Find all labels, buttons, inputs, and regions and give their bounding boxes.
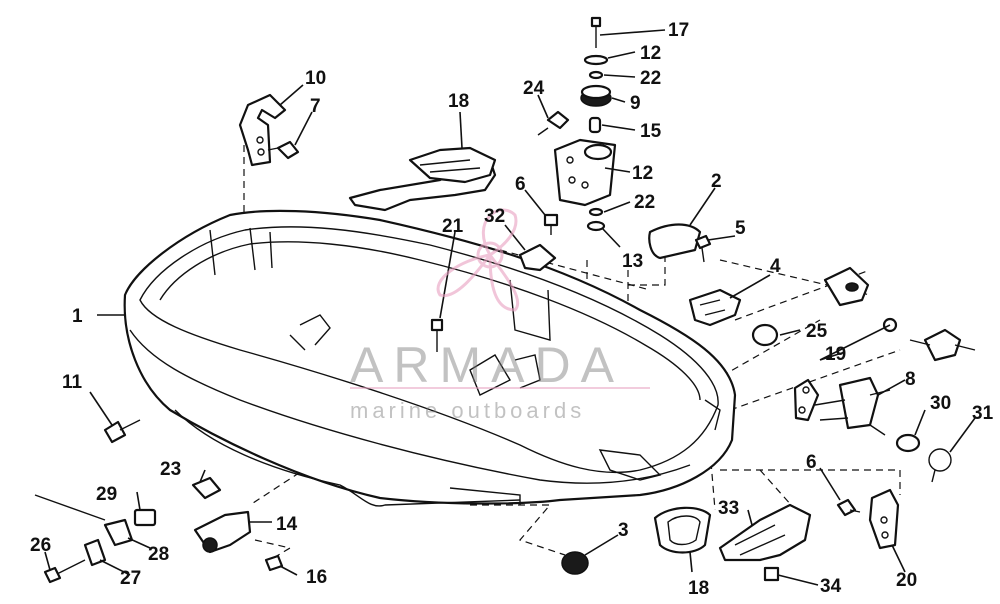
armada-watermark: ARMADA marine outboards xyxy=(350,208,650,423)
callout-32: 32 xyxy=(484,206,505,227)
part-6-screw-upper xyxy=(543,213,559,235)
part-6-screw-lower xyxy=(836,498,861,517)
callout-18-lower: 18 xyxy=(688,578,709,599)
part-11-bolt xyxy=(103,419,141,444)
callout-29: 29 xyxy=(96,484,117,505)
part-31-clamp xyxy=(928,448,952,483)
callout-16: 16 xyxy=(306,567,327,588)
part-19-plate xyxy=(793,378,820,422)
part-7-screw xyxy=(267,140,300,160)
part-27-bracket xyxy=(83,538,107,567)
callout-13: 13 xyxy=(622,251,643,272)
callout-15: 15 xyxy=(640,121,662,142)
part-13-washer xyxy=(586,220,606,232)
callout-17: 17 xyxy=(668,20,689,41)
leader-lines xyxy=(44,29,976,586)
callout-21: 21 xyxy=(442,216,464,237)
callout-labels: 1 2 3 4 5 6 6 7 8 9 10 11 12 12 13 14 15… xyxy=(30,20,994,599)
part-25-bumper-large xyxy=(823,266,870,307)
part-12-washer xyxy=(583,54,609,66)
part-4-latch-lever xyxy=(688,288,742,327)
callout-30: 30 xyxy=(930,393,951,414)
callout-33: 33 xyxy=(718,498,739,519)
part-25-bumper-small xyxy=(751,323,779,347)
part-2-latch-cover xyxy=(648,223,702,260)
watermark-brand: ARMADA xyxy=(350,337,624,393)
part-3-grommet xyxy=(561,551,589,575)
callout-22-lower: 22 xyxy=(634,192,655,213)
callout-11: 11 xyxy=(62,372,83,393)
part-33-latch xyxy=(718,503,812,562)
part-26-bolt xyxy=(43,559,86,584)
part-17-bolt xyxy=(590,16,602,48)
callout-7: 7 xyxy=(310,96,321,117)
callout-6-upper: 6 xyxy=(515,174,526,195)
part-18-upper-bracket xyxy=(348,146,497,212)
part-10-bracket xyxy=(238,93,287,167)
callout-5: 5 xyxy=(735,218,746,239)
callout-27: 27 xyxy=(120,568,141,589)
callout-8: 8 xyxy=(905,369,916,390)
callout-3: 3 xyxy=(618,520,629,541)
part-23-clip xyxy=(191,476,222,500)
part-valve xyxy=(909,328,976,362)
part-29-clip xyxy=(133,508,157,527)
callout-10: 10 xyxy=(305,68,326,89)
callout-14: 14 xyxy=(276,514,298,535)
part-22-washer-upper xyxy=(588,70,604,80)
callout-18-upper: 18 xyxy=(448,91,469,112)
callout-19: 19 xyxy=(825,344,846,365)
callout-31: 31 xyxy=(972,403,994,424)
lower-motor-cover xyxy=(123,209,737,507)
callout-26: 26 xyxy=(30,535,51,556)
callout-1: 1 xyxy=(72,306,83,327)
part-8-fitting xyxy=(814,376,891,436)
part-30-plug xyxy=(895,433,921,453)
part-12-bracket-plate xyxy=(553,138,617,207)
propeller-logo-icon xyxy=(436,208,520,312)
callout-22-upper: 22 xyxy=(640,68,661,89)
part-5-screw xyxy=(694,234,712,263)
callout-12-upper: 12 xyxy=(640,43,661,64)
part-34-screw xyxy=(763,566,780,582)
part-9-grommet xyxy=(580,84,612,107)
callout-20: 20 xyxy=(896,570,917,591)
part-20-bracket xyxy=(868,488,900,550)
part-18-gasket xyxy=(653,506,712,554)
watermark-tagline: marine outboards xyxy=(350,398,585,423)
callout-25: 25 xyxy=(806,321,828,342)
callout-9: 9 xyxy=(630,93,641,114)
part-24-bolt xyxy=(537,110,570,136)
callout-6-lower: 6 xyxy=(806,452,817,473)
part-32-clip xyxy=(518,243,557,272)
part-15-sleeve xyxy=(588,116,602,134)
callout-2: 2 xyxy=(711,171,722,192)
part-16-screw xyxy=(264,554,284,572)
callout-24: 24 xyxy=(523,78,545,99)
callout-12-lower: 12 xyxy=(632,163,653,184)
callout-23: 23 xyxy=(160,459,181,480)
part-14-bracket xyxy=(193,510,252,554)
callout-28: 28 xyxy=(148,544,169,565)
part-21-bolt xyxy=(430,318,444,352)
callout-4: 4 xyxy=(770,256,781,277)
part-22-washer-lower xyxy=(588,207,604,217)
callout-34: 34 xyxy=(820,576,842,597)
